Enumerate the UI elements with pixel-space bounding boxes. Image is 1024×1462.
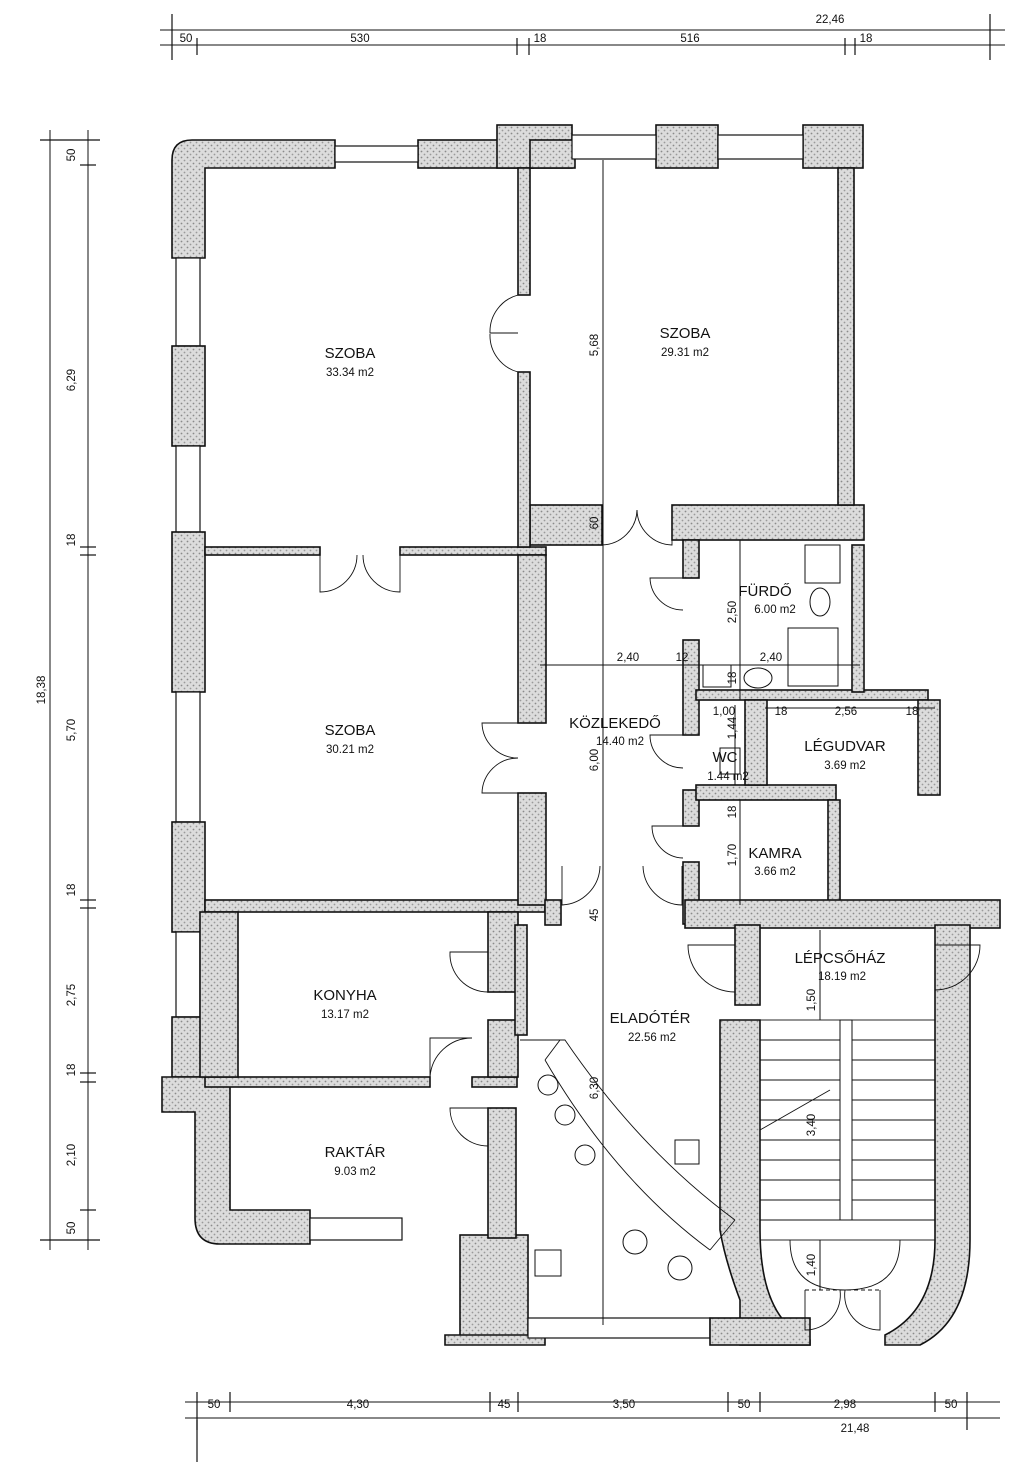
dim-256: 2,56	[835, 706, 857, 718]
bottom-dimension-chain: 50 4,30 45 3,50 50 2,98 50 21,48	[185, 1392, 1000, 1462]
dim-left-18b: 18	[66, 884, 78, 897]
room-area: 3.69 m2	[824, 760, 866, 772]
room-area: 22.56 m2	[628, 1032, 676, 1044]
top-dimension-chain: 22,46 50 530 18 516 18	[160, 14, 1005, 60]
dim-left-18a: 18	[66, 534, 78, 547]
room-name: LÉPCSŐHÁZ	[795, 950, 886, 967]
room-name: KAMRA	[748, 845, 801, 862]
room-name: ELADÓTÉR	[610, 1010, 691, 1027]
dim-bot-350: 3,50	[613, 1399, 635, 1411]
room-szoba-1: SZOBA 33.34 m2	[325, 345, 376, 379]
room-szoba-3: SZOBA 30.21 m2	[325, 722, 376, 756]
room-area: 29.31 m2	[661, 347, 709, 359]
dim-bot-50a: 50	[208, 1399, 221, 1411]
room-eladoter: ELADÓTÉR 22.56 m2	[610, 1010, 691, 1044]
dim-bot-50c: 50	[945, 1399, 958, 1411]
dim-top-18a: 18	[534, 33, 547, 45]
dim-150: 1,50	[806, 989, 818, 1011]
room-name: RAKTÁR	[325, 1144, 386, 1161]
room-name: SZOBA	[325, 722, 376, 739]
interior-dimension-lines	[540, 160, 935, 1325]
dim-60: 60	[589, 517, 601, 530]
room-raktar: RAKTÁR 9.03 m2	[325, 1144, 386, 1178]
room-wc: WC 1.44 m2	[707, 749, 749, 783]
dim-bot-298: 2,98	[834, 1399, 856, 1411]
room-kozlekedo: KÖZLEKEDŐ 14.40 m2	[569, 714, 661, 748]
dim-bot-430: 4,30	[347, 1399, 369, 1411]
room-area: 6.00 m2	[754, 604, 796, 616]
dim-top-516: 516	[680, 33, 699, 45]
room-kamra: KAMRA 3.66 m2	[748, 845, 801, 878]
dim-left-570: 5,70	[66, 719, 78, 741]
room-area: 30.21 m2	[326, 744, 374, 756]
dim-left-50b: 50	[66, 1222, 78, 1235]
room-furdo: FÜRDŐ 6.00 m2	[738, 582, 795, 616]
dim-340: 3,40	[806, 1114, 818, 1136]
dim-top-total: 22,46	[816, 14, 845, 26]
room-legudvar: LÉGUDVAR 3.69 m2	[804, 738, 886, 772]
room-area: 1.44 m2	[707, 771, 749, 783]
dim-250: 2,50	[727, 601, 739, 623]
dim-left-275: 2,75	[66, 984, 78, 1006]
dim-bot-50b: 50	[738, 1399, 751, 1411]
room-area: 3.66 m2	[754, 866, 796, 878]
shop-counter	[520, 1039, 736, 1281]
dim-left-50a: 50	[66, 149, 78, 162]
room-name: LÉGUDVAR	[804, 738, 886, 755]
dim-144: 1,44	[727, 716, 739, 739]
dim-600: 6,00	[589, 749, 601, 771]
dim-left-210: 2,10	[66, 1144, 78, 1166]
room-name: WC	[713, 749, 738, 766]
dim-100: 1,00	[713, 706, 735, 718]
room-name: KONYHA	[313, 987, 376, 1004]
left-dimension-chain: 18,38 50 6,29 18 5,70 18 2,75 18 2,10 50	[36, 130, 100, 1250]
walls	[161, 124, 1001, 1346]
dim-bot-45: 45	[498, 1399, 511, 1411]
dim-45: 45	[589, 909, 601, 922]
dim-12: 12	[676, 652, 689, 664]
room-area: 9.03 m2	[334, 1166, 376, 1178]
dim-240a: 2,40	[617, 652, 639, 664]
staircase	[759, 1019, 936, 1291]
fixtures	[702, 544, 841, 775]
dim-18b: 18	[775, 706, 788, 718]
dim-140: 1,40	[806, 1254, 818, 1276]
dim-18c: 18	[906, 706, 919, 718]
doors	[319, 294, 981, 1331]
dim-630: 6,30	[589, 1077, 601, 1099]
room-area: 33.34 m2	[326, 367, 374, 379]
room-area: 13.17 m2	[321, 1009, 369, 1021]
room-area: 14.40 m2	[596, 736, 644, 748]
interior-dimensions: 5,68 60 2,40 12 2,40 2,50 18 1,00 1,44 1…	[589, 334, 918, 1276]
room-szoba-2: SZOBA 29.31 m2	[660, 325, 711, 359]
room-konyha: KONYHA 13.17 m2	[313, 987, 376, 1021]
room-name: KÖZLEKEDŐ	[569, 714, 661, 732]
dim-left-18c: 18	[66, 1064, 78, 1077]
dim-left-total: 18,38	[36, 676, 48, 705]
dim-18d: 18	[727, 806, 739, 819]
room-name: FÜRDŐ	[738, 582, 791, 600]
dim-top-530: 530	[350, 33, 369, 45]
room-area: 18.19 m2	[818, 971, 866, 983]
dim-240b: 2,40	[760, 652, 782, 664]
dim-left-629: 6,29	[66, 369, 78, 391]
dim-top-50: 50	[180, 33, 193, 45]
dim-top-18b: 18	[860, 33, 873, 45]
room-name: SZOBA	[660, 325, 711, 342]
dim-18a: 18	[727, 672, 739, 685]
room-name: SZOBA	[325, 345, 376, 362]
dim-568: 5,68	[589, 334, 601, 356]
dim-bot-total: 21,48	[841, 1423, 870, 1435]
room-lepcsohaz: LÉPCSŐHÁZ 18.19 m2	[795, 950, 886, 983]
dim-170: 1,70	[727, 844, 739, 866]
